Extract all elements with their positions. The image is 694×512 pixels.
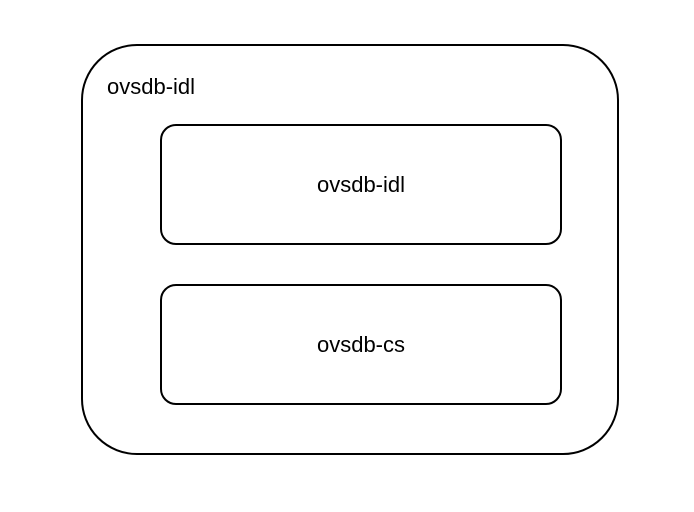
outer-container-label: ovsdb-idl (107, 74, 196, 99)
component-box-idl: ovsdb-idl (160, 124, 562, 245)
component-label-idl: ovsdb-idl (316, 171, 406, 197)
component-box-cs: ovsdb-cs (160, 284, 562, 405)
component-label-cs: ovsdb-cs (316, 331, 406, 357)
